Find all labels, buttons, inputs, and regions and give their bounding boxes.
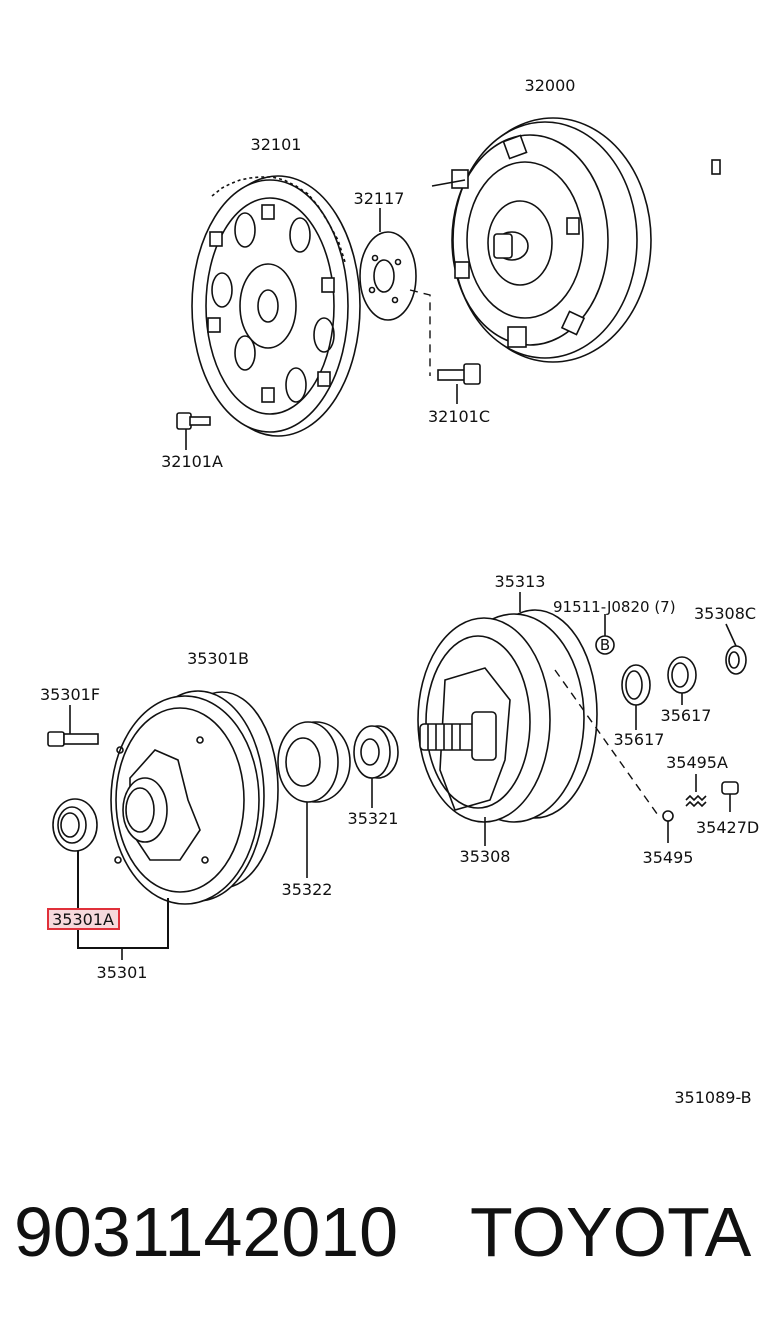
- label-35322: 35322: [282, 880, 333, 899]
- oil-seal-35301A: [52, 798, 98, 852]
- assembly-bracket-35301: [77, 851, 169, 949]
- stator-shaft-35308: [417, 592, 598, 846]
- label-35617-a: 35617: [614, 730, 665, 749]
- label-35301A[interactable]: 35301A: [52, 910, 114, 929]
- drive-plate-32101: [191, 175, 361, 437]
- spring-35495A: [685, 774, 707, 808]
- brand-name: TOYOTA: [470, 1193, 752, 1271]
- drive-gear-35321: [353, 725, 399, 808]
- label-35321: 35321: [348, 809, 399, 828]
- b-mark: B: [600, 636, 610, 654]
- torque-converter-32000: [431, 117, 721, 363]
- check-ball-91511: B: [595, 614, 615, 655]
- label-35495: 35495: [643, 848, 694, 867]
- label-91511: 91511-J0820 (7): [553, 598, 676, 616]
- label-35301F: 35301F: [40, 685, 100, 704]
- label-32000: 32000: [525, 76, 576, 95]
- spacer-plate-32117: [359, 208, 431, 376]
- diagram-reference: 351089-B: [674, 1088, 751, 1107]
- label-35308: 35308: [460, 847, 511, 866]
- seal-ring-35617-a: [621, 664, 651, 730]
- bolt-35301F: [47, 705, 99, 747]
- highlight-box-35301A: [47, 908, 120, 930]
- label-32101: 32101: [251, 135, 302, 154]
- label-35617-b: 35617: [661, 706, 712, 725]
- bushing-35308C: [725, 623, 747, 675]
- label-35301B: 35301B: [187, 649, 249, 668]
- label-35313: 35313: [495, 572, 546, 591]
- label-35308C: 35308C: [694, 604, 756, 623]
- label-35495A: 35495A: [666, 753, 728, 772]
- label-32101A: 32101A: [161, 452, 223, 471]
- label-32117: 32117: [354, 189, 405, 208]
- label-35301: 35301: [97, 963, 148, 982]
- part-number: 9031142010: [14, 1193, 399, 1271]
- pump-body-35301: [110, 690, 279, 905]
- seal-ring-35617-b: [667, 656, 697, 705]
- ball-35495: [554, 669, 674, 843]
- bolt-32101C: [437, 363, 481, 404]
- bolt-32101A: [176, 412, 211, 450]
- driven-gear-35322: [277, 721, 351, 878]
- label-32101C: 32101C: [428, 407, 490, 426]
- plug-35427D: [721, 781, 739, 812]
- label-35427D: 35427D: [696, 818, 759, 837]
